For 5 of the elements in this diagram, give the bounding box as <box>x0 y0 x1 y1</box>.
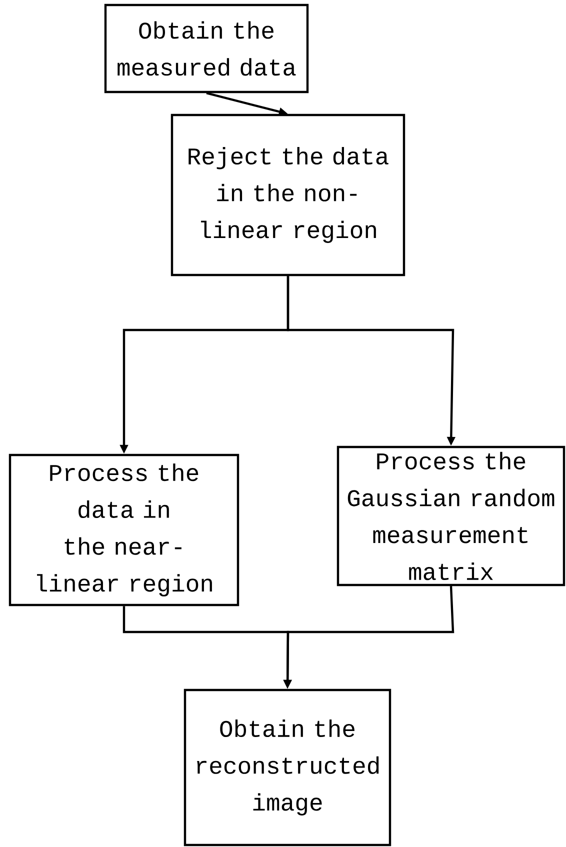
process-box: Process the Gaussian random measurement matrix <box>336 446 566 586</box>
process-box: Process the data in the near-linear region <box>8 454 240 606</box>
process-box: Obtain the measured data <box>104 4 309 94</box>
process-box: Obtain the reconstructed image <box>184 688 392 846</box>
process-box: Reject the data in the non-linear region <box>170 114 406 276</box>
